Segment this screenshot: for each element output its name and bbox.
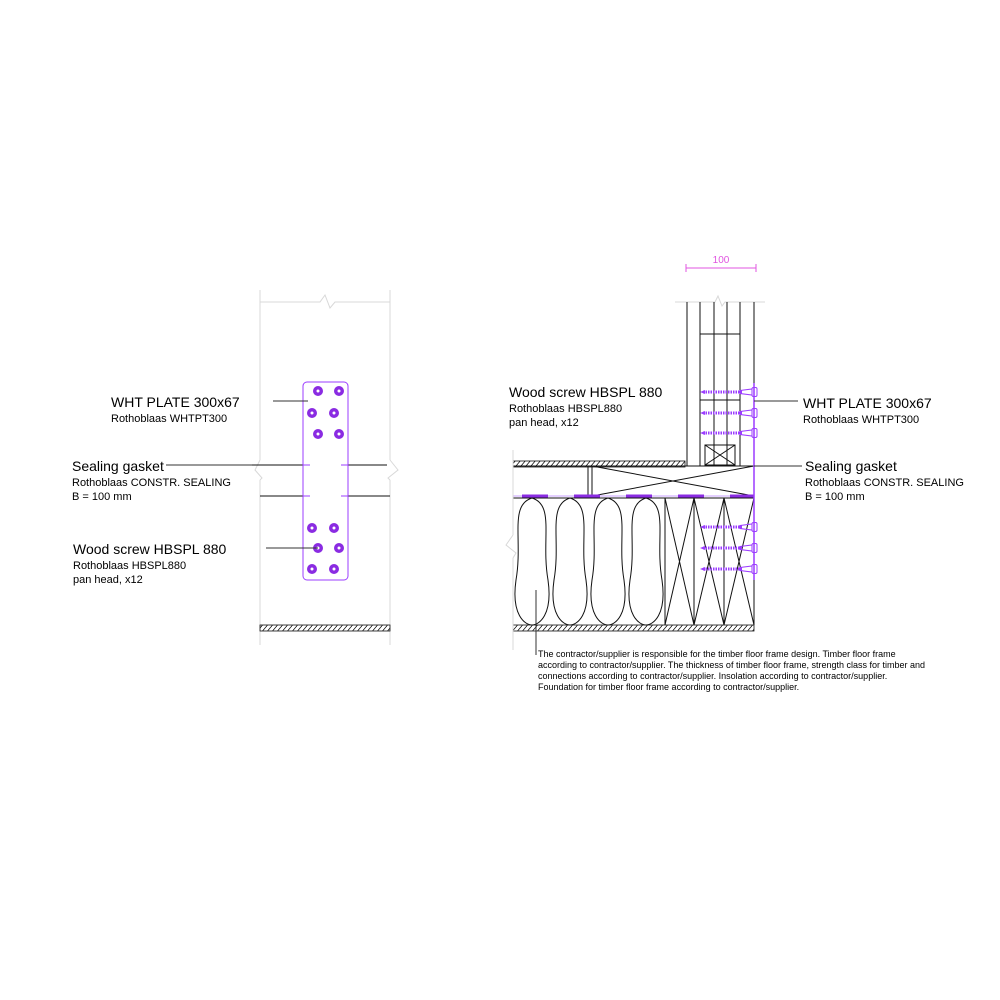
screw-head-icon [313,429,323,439]
gasket-sub-right: Rothoblaas CONSTR. SEALING [805,477,964,489]
wood-screw-icon [700,522,758,532]
wall-section [686,302,755,466]
screw-head-icon [307,408,317,418]
break-line-right [387,459,399,481]
note-line: The contractor/supplier is responsible f… [538,649,896,659]
break-line-left [254,459,263,481]
screw-sub-right: Rothoblaas HBSPL880 [509,403,622,415]
brace-line [693,497,725,626]
plate-label-left: WHT PLATE 300x67 [111,394,240,410]
design-note: The contractor/supplier is responsible f… [538,649,925,692]
insulation-bulb [628,497,664,626]
wood-screw-icon [700,408,758,418]
screw-qty-left: pan head, x12 [73,574,143,586]
left-detail [166,290,399,645]
gasket-label-left: Sealing gasket [72,458,164,474]
wood-screw-icon [700,428,758,438]
screw-sub-left: Rothoblaas HBSPL880 [73,560,186,572]
screw-head-icon [307,523,317,533]
note-line: according to contractor/supplier. The th… [538,660,925,670]
screw-label-left: Wood screw HBSPL 880 [73,541,227,557]
screw-head-icon [329,523,339,533]
brace-line [664,497,695,626]
wood-screw-icon [700,387,758,397]
wood-screw-icon [700,564,758,574]
insulation [514,497,664,626]
screw-head-icon [334,543,344,553]
gasket-label-right: Sealing gasket [805,458,897,474]
gasket-width-right: B = 100 mm [805,491,865,503]
wood-screw-icon [700,543,758,553]
break-line-top [260,293,390,309]
braced-frame [664,497,755,626]
wht-plate [302,381,349,581]
gasket-sub-left: Rothoblaas CONSTR. SEALING [72,477,231,489]
screw-head-icon [329,564,339,574]
insulation-bulb [514,497,550,626]
insulation-bulb [552,497,588,626]
floor-hatch-bottom [512,624,755,632]
wall-screws [700,387,758,574]
insulation-bulb [590,497,626,626]
screw-head-icon [334,386,344,396]
plate-sub-left: Rothoblaas WHTPT300 [111,413,227,425]
screw-qty-right: pan head, x12 [509,417,579,429]
note-line: connections according to contractor/supp… [538,671,887,681]
wall-plate-timber [704,444,736,466]
screw-head-icon [334,429,344,439]
hatched-layer [259,624,391,632]
dimension-label: 100 [713,255,730,266]
gasket-width-left: B = 100 mm [72,491,132,503]
plate-screws [307,386,344,574]
right-detail: 100 [505,255,802,655]
screw-head-icon [313,386,323,396]
note-line: Foundation for timber floor frame accord… [538,682,799,692]
screw-head-icon [329,408,339,418]
screw-label-right: Wood screw HBSPL 880 [509,384,663,400]
screw-head-icon [307,564,317,574]
brace-line [723,497,755,626]
plate-sub-right: Rothoblaas WHTPT300 [803,414,919,426]
plate-label-right: WHT PLATE 300x67 [803,395,932,411]
